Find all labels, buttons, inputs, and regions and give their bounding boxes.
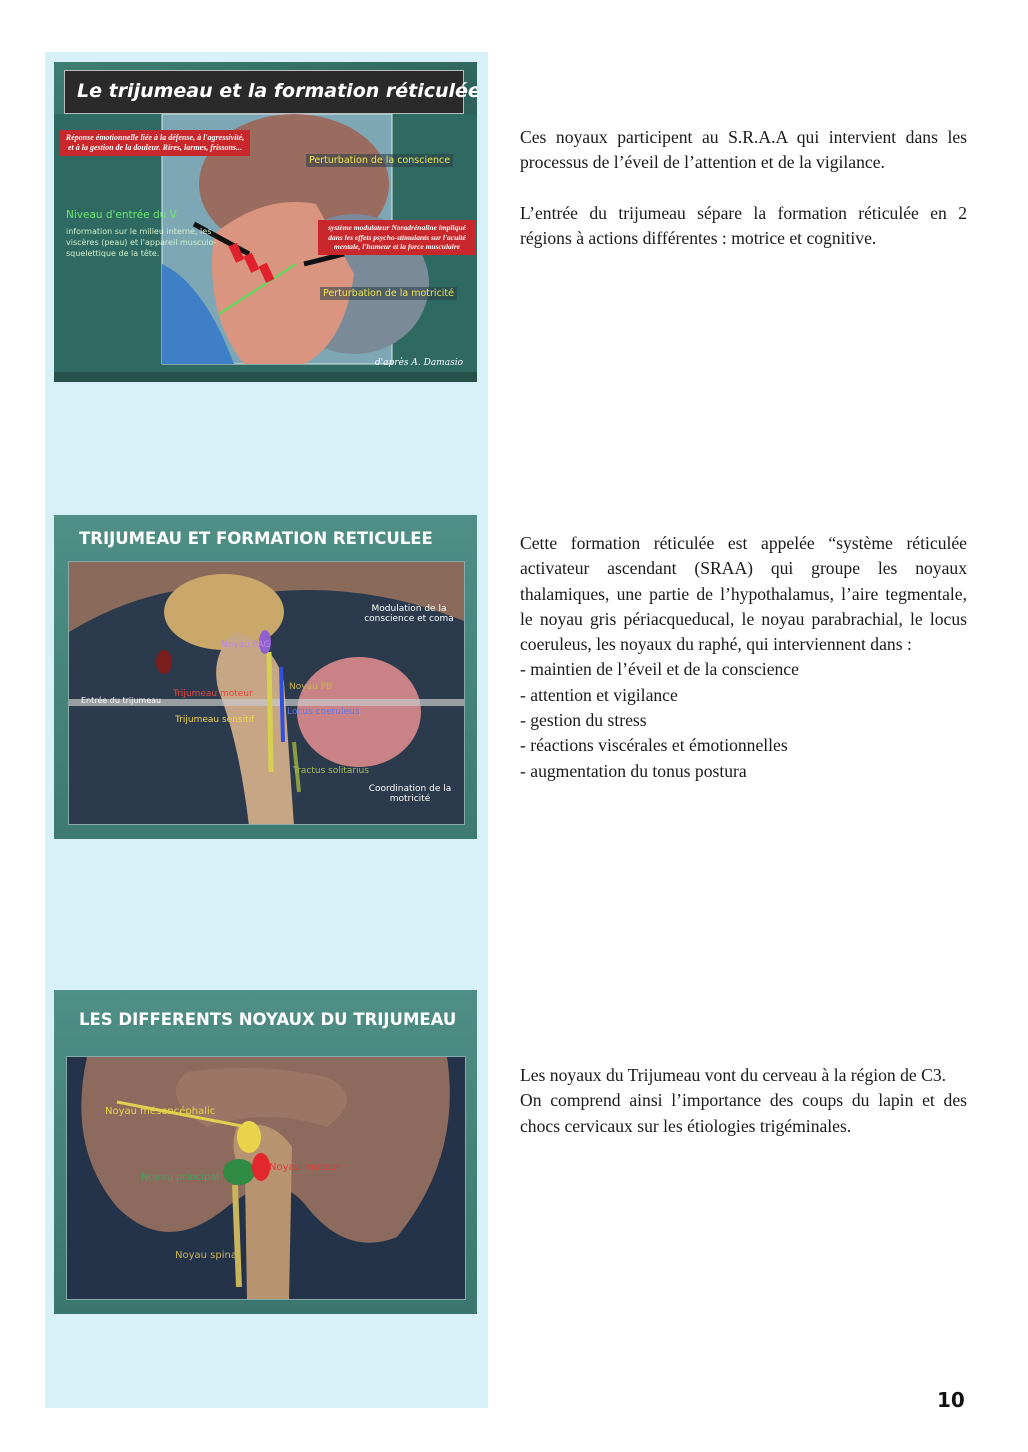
locus-coeruleus-label: Locus coeruleus xyxy=(287,707,360,717)
entry-level-label: Niveau d'entrée du V xyxy=(66,209,177,221)
list-item: - attention et vigilance xyxy=(520,684,678,705)
slide-title: Le trijumeau et la formation réticulée xyxy=(77,80,477,102)
brain-nuclei-illustration-frame: Noyau mésencéphalic Noyau moteur Noyau p… xyxy=(66,1056,466,1300)
list-item: - maintien de l’éveil et de la conscienc… xyxy=(520,659,799,680)
paragraph-noyaux-c3: Les noyaux du Trijumeau vont du cerveau … xyxy=(520,1065,947,1085)
trijumeau-sensitif-label: Trijumeau sensitif xyxy=(175,715,255,725)
slide-trijumeau-formation-reticulee: Le trijumeau et la formation réticulée R… xyxy=(54,62,477,382)
brain-nuclei-illustration xyxy=(67,1057,465,1299)
credit-text: d'après A. Damasio xyxy=(374,358,463,368)
slide-title-bar: Le trijumeau et la formation réticulée xyxy=(64,70,477,114)
slide-title: TRIJUMEAU ET FORMATION RETICULEE xyxy=(79,529,433,548)
paragraph-entree-trijumeau: L’entrée du trijumeau sépare la formatio… xyxy=(520,202,967,249)
page-number: 10 xyxy=(937,1388,965,1412)
noyau-mesencephalic-label: Noyau mésencéphalic xyxy=(105,1106,216,1117)
list-item: - augmentation du tonus postura xyxy=(520,760,747,781)
modulator-box: système modulateur Noradrénaline impliqu… xyxy=(318,220,476,255)
modulation-label: Modulation de la conscience et coma xyxy=(364,604,454,624)
text-block-noyaux: Les noyaux du Trijumeau vont du cerveau … xyxy=(520,1063,967,1139)
slide-trijumeau-formation-reticulee-2: TRIJUMEAU ET FORMATION RETICULEE Modulat… xyxy=(54,515,477,839)
trijumeau-moteur-label: Trijumeau moteur xyxy=(173,689,253,699)
list-item: - réactions viscérales et émotionnelles xyxy=(520,735,788,756)
conscience-label: Perturbation de la conscience xyxy=(306,154,454,167)
paragraph-srsaa-intro: Cette formation réticulée est appelée “s… xyxy=(520,533,967,655)
paragraph-sraa: Ces noyaux participent au S.R.A.A qui in… xyxy=(520,127,967,173)
noyau-pb-label: Noyau PB xyxy=(289,682,333,692)
emotional-response-box: Réponse émotionnelle liée à la défense, … xyxy=(60,130,250,156)
tractus-solitarius-label: Tractus solitarius xyxy=(293,766,369,776)
info-label: information sur le milieu interne, les v… xyxy=(66,227,217,258)
paragraph-coups-du-lapin: On comprend ainsi l’importance des coups… xyxy=(520,1090,967,1136)
slide-title: LES DIFFERENTS NOYAUX DU TRIJUMEAU xyxy=(79,1010,457,1029)
text-block-formation-reticulee: Cette formation réticulée est appelée “s… xyxy=(520,531,967,784)
entree-trijumeau-label: Entrée du trijumeau xyxy=(81,696,162,705)
coordination-label: Coordination de la motricité xyxy=(368,784,452,804)
brainstem-illustration-frame: Modulation de la conscience et coma Noya… xyxy=(68,561,465,825)
slide-noyaux-trijumeau: LES DIFFERENTS NOYAUX DU TRIJUMEAU Noyau… xyxy=(54,990,477,1314)
pag-label: Noyau PAG xyxy=(221,640,271,650)
text-block-sraa: Ces noyaux participent au S.R.A.A qui in… xyxy=(520,125,967,251)
noyau-spinal-label: Noyau spinal xyxy=(175,1250,240,1261)
noyau-principal-label: Noyau principal xyxy=(141,1172,220,1183)
motricite-label: Perturbation de la motricité xyxy=(320,287,458,300)
brainstem-illustration xyxy=(69,562,464,824)
list-item: - gestion du stress xyxy=(520,710,647,731)
noyau-moteur-label: Noyau moteur xyxy=(269,1162,341,1173)
